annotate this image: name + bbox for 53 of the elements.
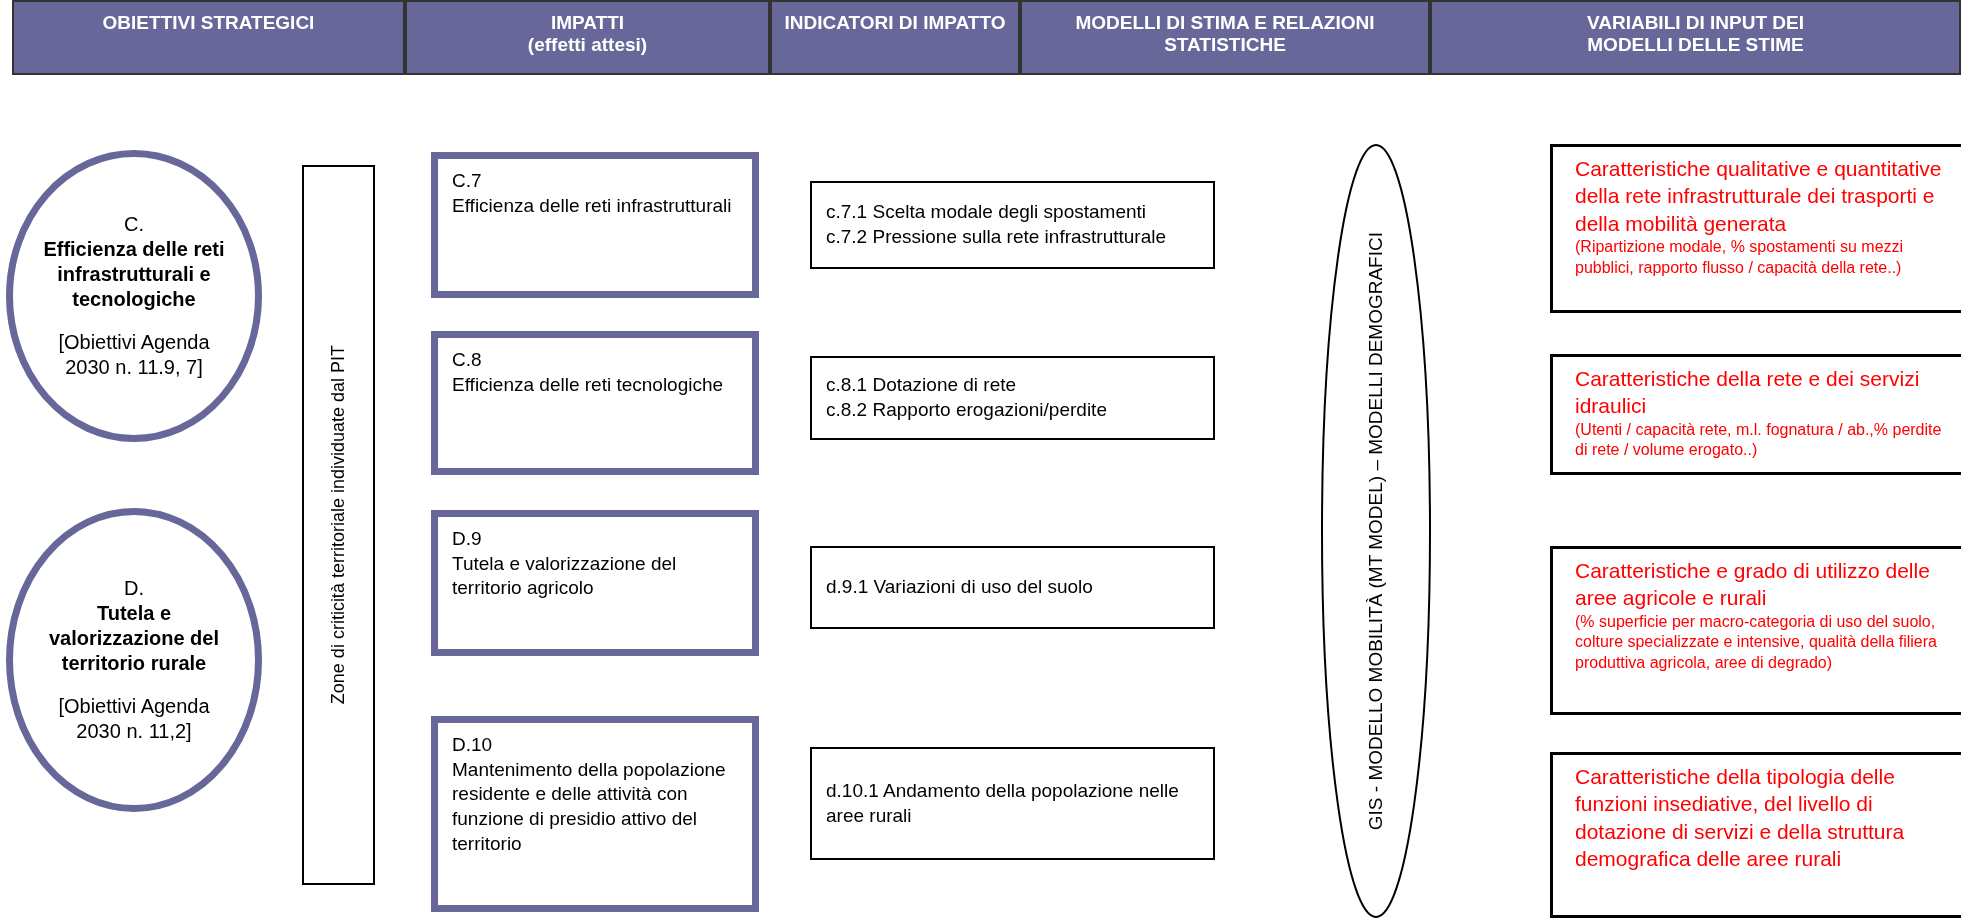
input-variable-box <box>1550 354 1961 475</box>
column-header <box>770 0 1020 75</box>
objective-code: D. <box>124 576 144 601</box>
indicator-box <box>810 747 1215 860</box>
variable-details: (Ripartizione modale, % spostamenti su mezzi pubblici, rapporto flusso / capacità della rete..) <box>1575 236 1905 278</box>
vertical-label-box <box>302 165 375 885</box>
impact-title: Mantenimento della popolazione residente e delle attività con funzione di presidio attivo del territorio <box>452 757 727 856</box>
impact-box <box>431 331 759 475</box>
vertical-label: Zone di criticità territoriale individuate dal PIT <box>328 345 349 705</box>
impact-box <box>431 510 759 656</box>
input-variable-box <box>1550 144 1961 313</box>
indicator-box <box>810 181 1215 269</box>
header-subtitle: (effetti attesi) <box>527 34 648 56</box>
header-title: VARIABILI DI INPUT DEI MODELLI DELLE STIME <box>1585 12 1806 56</box>
impact-title: Efficienza delle reti tecnologiche <box>452 372 725 397</box>
header-title: INDICATORI DI IMPATTO <box>784 12 1006 34</box>
impact-code: C.7 <box>452 169 483 193</box>
header-title: IMPATTI <box>550 12 625 34</box>
indicator-text: c.8.2 Rapporto erogazioni/perdite <box>826 398 1108 422</box>
indicator-text: c.7.2 Pressione sulla rete infrastrutturale <box>826 225 1168 249</box>
indicator-text: c.7.1 Scelta modale degli spostamenti <box>826 200 1147 225</box>
agenda-reference: [Obiettivi Agenda 2030 n. 11,2] <box>57 694 211 744</box>
input-variable-box <box>1550 752 1961 918</box>
impact-title: Tutela e valorizzazione del territorio agricolo <box>452 551 678 601</box>
indicator-text: d.9.1 Variazioni di uso del suolo <box>826 575 1094 600</box>
column-header <box>1430 0 1961 75</box>
objective-code: C. <box>124 212 144 237</box>
impact-title: Efficienza delle reti infrastrutturali <box>452 193 733 218</box>
header-title: MODELLI DI STIMA E RELAZIONI STATISTICHE <box>1075 12 1375 56</box>
impact-box <box>431 152 759 298</box>
indicator-text: d.10.1 Andamento della popolazione nelle aree rurali <box>826 778 1180 828</box>
input-variable-box <box>1550 546 1961 715</box>
variable-title: Caratteristiche della tipologia delle funzioni insediative, del livello di dotazione di servizi e della struttura demografica delle aree rurali <box>1575 764 1906 872</box>
column-header <box>405 0 770 75</box>
impact-box <box>431 716 759 912</box>
agenda-reference: [Obiettivi Agenda 2030 n. 11.9, 7] <box>57 330 211 380</box>
column-header <box>12 0 405 75</box>
impact-code: D.9 <box>452 527 483 551</box>
variable-title: Caratteristiche e grado di utilizzo delle aree agricole e rurali <box>1575 558 1931 612</box>
indicator-box <box>810 546 1215 629</box>
indicator-text: c.8.1 Dotazione di rete <box>826 373 1018 398</box>
indicator-box <box>810 356 1215 440</box>
impact-code: D.10 <box>452 733 494 757</box>
objective-title: Efficienza delle reti infrastrutturali e tecnologiche <box>42 237 226 312</box>
variable-title: Caratteristiche della rete e dei servizi idraulici <box>1575 366 1921 420</box>
column-header <box>1020 0 1430 75</box>
impact-code: C.8 <box>452 348 483 372</box>
variable-details: (Utenti / capacità rete, m.l. fognatura / ab.,% perdite di rete / volume erogato..) <box>1575 419 1943 461</box>
objective-title: Tutela e valorizzazione del territorio rurale <box>47 601 221 676</box>
header-title: OBIETTIVI STRATEGICI <box>102 12 315 34</box>
model-label: GIS - MODELLO MOBILITÀ (MT MODEL) – MODELLI DEMOGRAFICI <box>1365 231 1387 831</box>
variable-details: (% superficie per macro-categoria di uso del suolo, colture specializzate e intensive, qualità della filiera produttiva agricola, aree di degrado) <box>1575 611 1938 674</box>
variable-title: Caratteristiche qualitative e quantitative della rete infrastrutturale dei trasporti e della mobilità generata <box>1575 156 1943 237</box>
